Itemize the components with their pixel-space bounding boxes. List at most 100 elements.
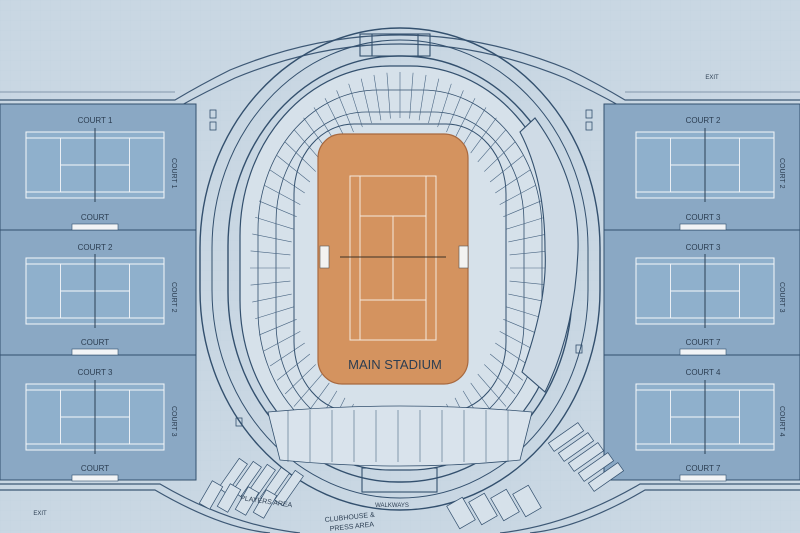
walkways-label: WALKWAYS [375, 503, 409, 509]
seat-row [446, 90, 464, 133]
court-left-2 [25, 254, 165, 328]
seat-row [269, 169, 305, 194]
right-court-3-label: COURT 4 [686, 368, 721, 377]
court-right-2 [635, 254, 775, 328]
left-court-2-bottom-label: COURT [81, 338, 109, 347]
seat-row [373, 74, 382, 121]
seat-row [508, 233, 548, 243]
parking-stall [216, 483, 242, 513]
parking-left [198, 457, 304, 519]
left-court-2-label: COURT 2 [78, 243, 113, 252]
seat-row [499, 184, 537, 205]
parking-stall [490, 488, 520, 522]
main-stadium-label: MAIN STADIUM [348, 357, 442, 372]
seat-row [324, 98, 346, 139]
parking-stall [587, 462, 625, 492]
right-court-3-bottom-label: COURT 7 [686, 464, 721, 473]
seat-row [276, 155, 311, 183]
seat-row [263, 184, 301, 205]
right-court-1-side-label: COURT 2 [778, 158, 785, 189]
seat-row [484, 364, 516, 395]
left-court-1-label: COURT 1 [78, 116, 113, 125]
seat-row [255, 306, 294, 320]
seat-row [255, 216, 294, 230]
parking-stall [547, 422, 585, 452]
seat-row [263, 331, 301, 352]
east-stand [519, 117, 579, 393]
seat-row [470, 117, 497, 154]
court-benches [71, 223, 727, 482]
bottom-left-mark: EXIT [33, 511, 47, 517]
seat-row [509, 250, 550, 256]
parking-stall [252, 489, 278, 519]
left-court-1-bottom-label: COURT [81, 213, 109, 222]
seat-row [418, 74, 427, 121]
parking-stall [198, 480, 224, 510]
court-left-1 [25, 128, 165, 202]
main-stadium-court [317, 133, 469, 385]
parking-stall [468, 492, 498, 526]
north-entrance [359, 33, 431, 57]
court-right-3 [635, 380, 775, 454]
seat-row [489, 155, 524, 183]
seat-row [252, 233, 292, 243]
court-left-3 [25, 380, 165, 454]
seat-row [454, 98, 476, 139]
seat-row [284, 141, 316, 172]
seat-row [293, 373, 323, 407]
left-court-2-side-label: COURT 2 [170, 282, 177, 313]
left-court-3-label: COURT 3 [78, 368, 113, 377]
seat-row [386, 72, 391, 119]
seat-row [250, 280, 291, 286]
seat-row [503, 200, 542, 217]
seat-row [489, 353, 524, 381]
right-court-3-side-label: COURT 4 [778, 406, 785, 437]
parking-stall [274, 469, 304, 507]
seat-row [252, 293, 292, 303]
seat-row [484, 141, 516, 172]
parking-stall [512, 484, 542, 518]
seat-row [495, 342, 531, 367]
right-court-2-side-label: COURT 3 [778, 282, 785, 313]
right-court-2-bottom-label: COURT 7 [686, 338, 721, 347]
left-court-1-side-label: COURT 1 [170, 158, 177, 189]
right-court-1-bottom-label: COURT 3 [686, 213, 721, 222]
parking-stall [567, 442, 605, 472]
seat-row [509, 280, 550, 286]
left-court-3-bottom-label: COURT [81, 464, 109, 473]
seat-row [495, 169, 531, 194]
seat-row [428, 78, 440, 124]
seat-row [258, 200, 297, 217]
parking-right [446, 422, 625, 530]
south-stand-dividers [287, 410, 509, 462]
left-court-3-side-label: COURT 3 [170, 406, 177, 437]
parking-stall [218, 457, 248, 495]
seat-row [506, 216, 545, 230]
seat-row [269, 342, 305, 367]
parking-stall [577, 452, 615, 482]
parking-stall [557, 432, 595, 462]
clubhouse-label-line2: PRESS AREA [329, 521, 374, 533]
seat-row [462, 107, 487, 146]
site-markers [209, 109, 593, 427]
seat-row [409, 72, 414, 119]
parking-stall [446, 496, 476, 530]
right-court-1-label: COURT 2 [686, 116, 721, 125]
top-right-mark: EXIT [705, 75, 719, 81]
court-right-1 [635, 128, 775, 202]
seat-row [276, 353, 311, 381]
south-stand [267, 405, 533, 467]
seat-row [437, 83, 452, 128]
seat-row [477, 373, 507, 407]
parking-stall [234, 486, 260, 516]
seat-row [250, 250, 291, 256]
seat-row [477, 129, 507, 163]
right-court-2-label: COURT 3 [686, 243, 721, 252]
seat-row [258, 319, 297, 336]
seat-row [360, 78, 372, 124]
seat-row [284, 364, 316, 395]
seat-row [336, 90, 354, 133]
seat-row [348, 83, 363, 128]
